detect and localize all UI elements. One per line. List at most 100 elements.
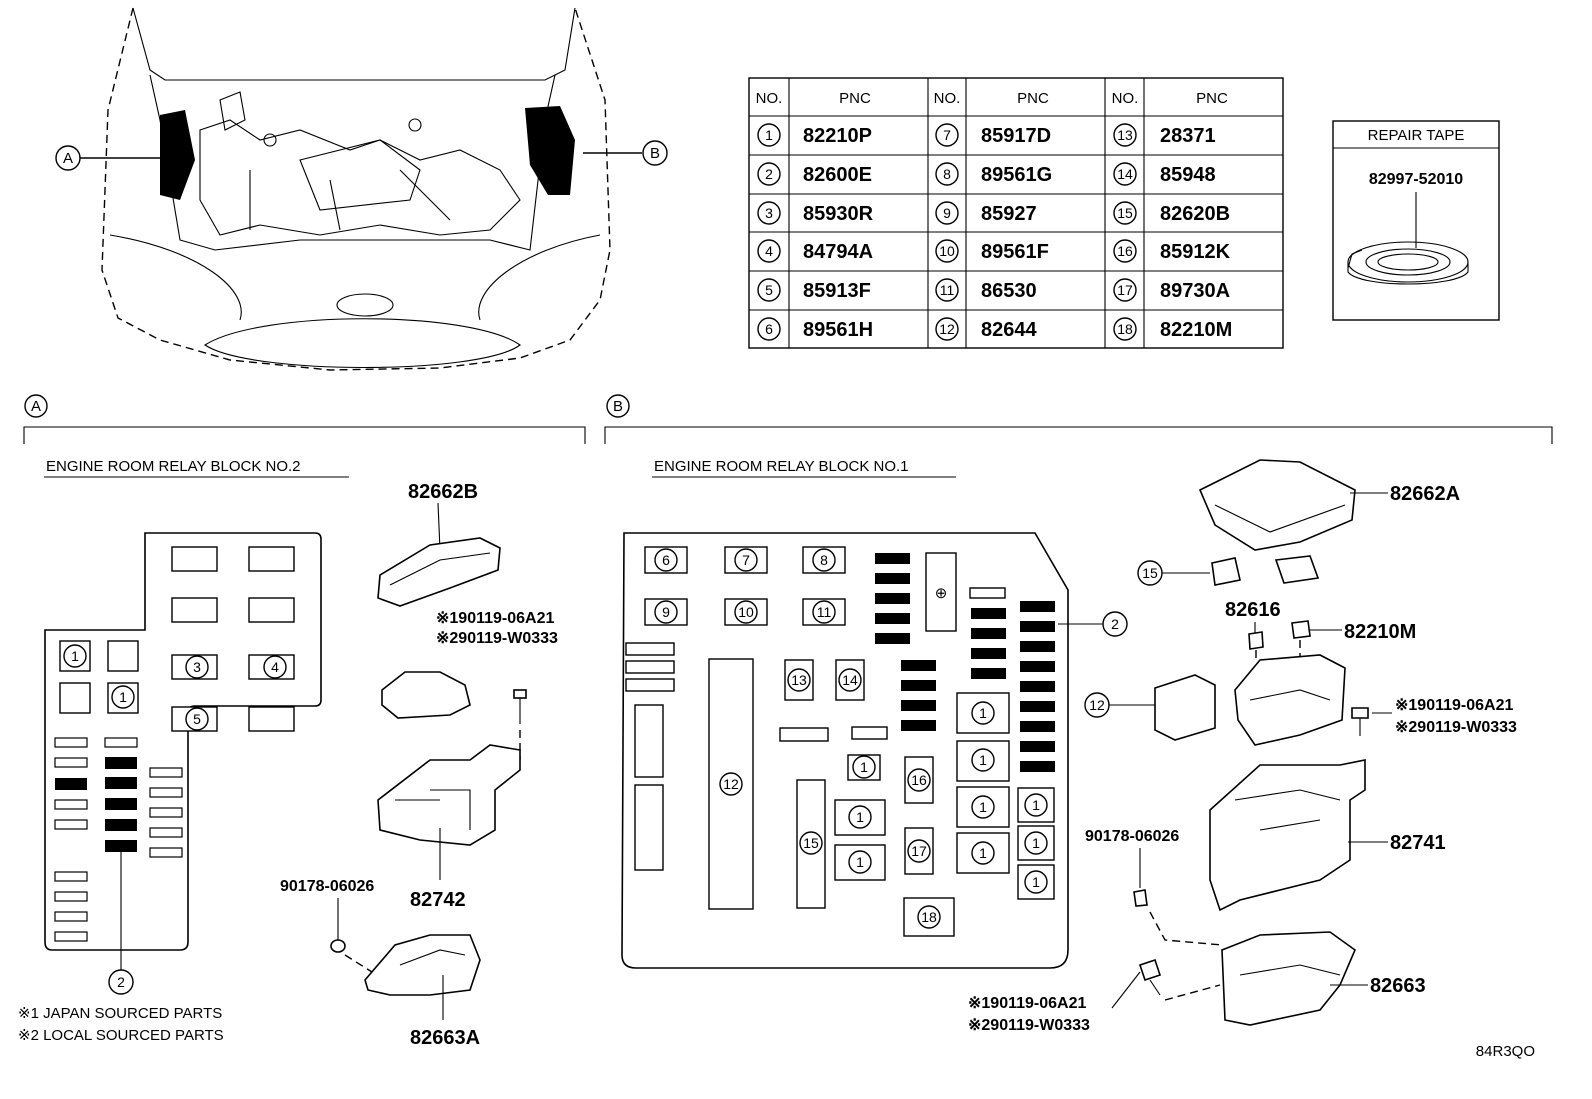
part-b-bolt3: ※190119-06A21 (968, 995, 1086, 1012)
svg-text:12: 12 (1089, 697, 1105, 713)
block-b-callout-9: 9 (654, 600, 678, 624)
table-no: 2 (765, 166, 773, 182)
svg-text:1: 1 (71, 648, 79, 664)
table-no: 6 (765, 321, 773, 337)
table-no-circle (1113, 123, 1137, 147)
table-header-no-1: NO. (756, 90, 783, 107)
section-a-marker (24, 394, 48, 418)
part-b-clip: 90178-06026 (1085, 828, 1179, 845)
diagram-code: 84R3QO (1476, 1043, 1535, 1060)
svg-text:6: 6 (662, 552, 670, 568)
part-82741: 82741 (1390, 832, 1446, 854)
part-82663: 82663 (1370, 975, 1426, 997)
repair-tape-part: 82997-52010 (1369, 171, 1463, 188)
block-a-callout-3: 3 (185, 655, 209, 679)
table-no: 13 (1117, 127, 1133, 143)
note-local: ※2 LOCAL SOURCED PARTS (18, 1027, 224, 1044)
svg-text:9: 9 (662, 604, 670, 620)
table-no: 7 (943, 127, 951, 143)
callout-a-circle (55, 145, 81, 171)
part-a-clip: 90178-06026 (280, 878, 374, 895)
table-pnc: 82620B (1160, 203, 1230, 225)
table-no-circle (757, 123, 781, 147)
table-no: 3 (765, 205, 773, 221)
table-pnc: 85948 (1160, 164, 1216, 186)
callout-b-label: B (650, 145, 660, 162)
svg-text:1: 1 (979, 705, 987, 721)
section-a-title: ENGINE ROOM RELAY BLOCK NO.2 (46, 458, 301, 475)
table-no-circle (1113, 162, 1137, 186)
svg-text:14: 14 (842, 672, 858, 688)
svg-text:15: 15 (1142, 565, 1158, 581)
block-b-callout-8: 8 (812, 548, 836, 572)
svg-text:17: 17 (911, 843, 927, 859)
svg-text:1: 1 (1032, 835, 1040, 851)
part-82210m: 82210M (1344, 621, 1416, 643)
svg-text:1: 1 (856, 809, 864, 825)
table-no-circle (757, 317, 781, 341)
section-b-bracket (604, 426, 1553, 444)
svg-text:2: 2 (117, 974, 125, 990)
svg-text:1: 1 (119, 689, 127, 705)
vehicle-overview: A B (55, 7, 668, 371)
block-b-callout-14: 14 (838, 668, 862, 692)
block-a-callout-5: 5 (185, 707, 209, 731)
table-pnc: 82600E (803, 164, 872, 186)
table-no-circle (1113, 201, 1137, 225)
block-b-callout-15: 15 (799, 831, 823, 855)
table-no: 9 (943, 205, 951, 221)
part-b-bolt2: ※290119-W0333 (1395, 719, 1517, 736)
table-pnc: 85912K (1160, 241, 1231, 263)
svg-text:15: 15 (803, 835, 819, 851)
table-no: 1 (765, 127, 773, 143)
table-pnc: 84794A (803, 241, 873, 263)
table-pnc: 86530 (981, 280, 1037, 302)
table-no: 18 (1117, 321, 1133, 337)
svg-text:1: 1 (979, 845, 987, 861)
relay-block-no1-layout: 2 ⊕ 6 7 8 9 10 11 12 13 14 15 16 17 18 1… (621, 532, 1128, 969)
svg-text:10: 10 (738, 604, 754, 620)
callout-b-circle (642, 140, 668, 166)
svg-text:1: 1 (1032, 874, 1040, 890)
relay-block-no2-layout: 1 1 3 4 5 2 (44, 532, 322, 995)
table-pnc: 85917D (981, 125, 1051, 147)
table-no: 14 (1117, 166, 1133, 182)
svg-text:7: 7 (742, 552, 750, 568)
block-a-callout-4: 4 (263, 655, 287, 679)
svg-text:2: 2 (1111, 616, 1119, 632)
table-pnc: 85913F (803, 280, 871, 302)
table-no-circle (935, 239, 959, 263)
svg-text:13: 13 (791, 672, 807, 688)
section-b-title: ENGINE ROOM RELAY BLOCK NO.1 (654, 458, 909, 475)
part-82616: 82616 (1225, 599, 1281, 621)
table-no: 11 (940, 282, 955, 298)
table-no-circle (935, 278, 959, 302)
section-a-marker-label: A (31, 398, 41, 415)
section-b-marker-label: B (613, 398, 623, 415)
table-no-circle (757, 201, 781, 225)
part-82662a: 82662A (1390, 483, 1460, 505)
table-no: 8 (943, 166, 951, 182)
svg-text:1: 1 (979, 752, 987, 768)
block-b-callout-10: 10 (734, 600, 758, 624)
svg-text:8: 8 (820, 552, 828, 568)
table-header-no-2: NO. (934, 90, 961, 107)
block-b-callout-18: 18 (917, 905, 941, 929)
table-no-circle (935, 123, 959, 147)
callout-a-label: A (63, 150, 73, 167)
svg-text:12: 12 (723, 776, 739, 792)
table-pnc: 82210P (803, 125, 872, 147)
section-b-marker (606, 394, 630, 418)
table-no-circle (935, 317, 959, 341)
block-b-callout-11: 11 (812, 600, 836, 624)
block-no2-parts: 82662B ※190119-06A21 ※290119-W0333 82742… (280, 481, 558, 1049)
table-header-pnc-1: PNC (839, 90, 871, 107)
table-no: 5 (765, 282, 773, 298)
block-b-plus: ⊕ (935, 585, 948, 602)
block-a-callout-1b: 1 (111, 685, 135, 709)
part-b-bolt1: ※190119-06A21 (1395, 697, 1513, 714)
block-b-callout-12b: 12 (1084, 692, 1110, 718)
table-pnc: 89730A (1160, 280, 1230, 302)
